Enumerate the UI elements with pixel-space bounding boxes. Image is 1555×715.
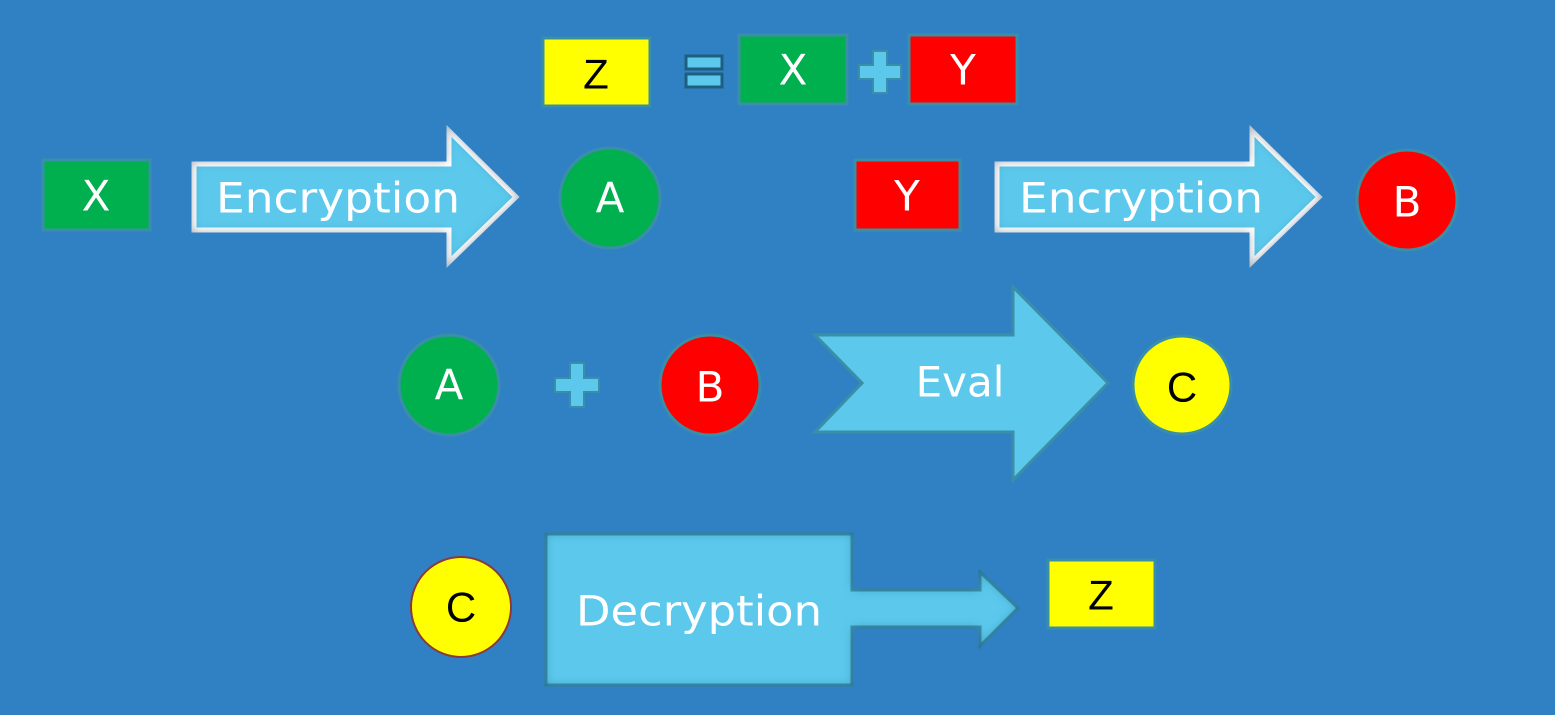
encryption-arrow: Encryption [994,125,1323,268]
c-label: C [1167,364,1197,411]
plus-icon [554,362,600,408]
equation: Z X Y [541,33,1019,108]
encrypt-x-row: X Encryption A [41,125,662,268]
c-circle: C [410,556,512,658]
encryption-label: Encryption [216,174,460,223]
y-box: Y [907,33,1019,106]
a-circle: A [397,333,501,437]
plus-icon [858,50,902,94]
evaluation-row: A B Eval C [397,283,1233,484]
b-circle: B [1355,148,1459,252]
z-output-box: Z [1046,558,1157,630]
z-label: Z [583,51,609,98]
a-label: A [435,361,464,410]
x-input-box: X [41,158,152,232]
x-box: X [737,33,849,106]
c-circle: C [1131,334,1233,436]
y-label: Y [949,46,976,95]
c-label: C [446,584,476,631]
z-box: Z [541,36,652,108]
eval-label: Eval [916,358,1005,407]
x-label: X [779,46,808,95]
b-circle: B [658,333,762,437]
encrypt-y-row: Y Encryption B [853,125,1459,268]
encryption-label: Encryption [1019,174,1263,223]
decryption-callout-arrow: Decryption [544,532,1021,687]
x-input-label: X [82,172,111,221]
decryption-row: C Decryption Z [410,532,1157,687]
a-circle: A [558,146,662,250]
eval-arrow: Eval [811,283,1111,484]
z-label: Z [1088,572,1114,619]
decryption-label: Decryption [576,587,822,636]
encryption-arrow: Encryption [191,125,520,268]
y-input-label: Y [893,172,920,221]
y-input-box: Y [853,158,962,232]
equals-icon [684,54,724,89]
a-label: A [596,174,625,223]
b-label: B [696,363,725,412]
b-label: B [1393,178,1422,227]
